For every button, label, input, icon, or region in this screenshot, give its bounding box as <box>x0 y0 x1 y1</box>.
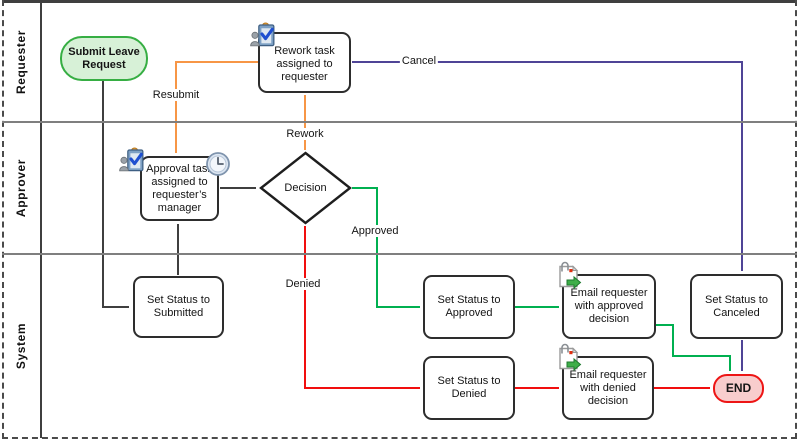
edge-label-cancel: Cancel <box>399 55 439 67</box>
clock-icon <box>205 151 231 182</box>
frame-top-border <box>2 0 797 3</box>
process-node-set-status-approved: Set Status to Approved <box>423 275 515 339</box>
frame-right-border <box>795 0 797 439</box>
edge-label-rework: Rework <box>284 128 326 140</box>
lane-label-divider <box>40 2 42 438</box>
process-node-set-status-denied: Set Status to Denied <box>423 356 515 420</box>
frame-left-border <box>2 0 4 439</box>
process-node-set-status-canceled: Set Status to Canceled <box>690 274 783 339</box>
lane-separator-requester-approver <box>2 121 797 123</box>
edge-rework-task-cancel <box>352 61 743 271</box>
lane-separator-approver-system <box>2 253 797 255</box>
edge-label-approved: Approved <box>349 225 401 237</box>
lane-label-requester: Requester <box>14 29 28 95</box>
decision-diamond-shape <box>259 151 352 225</box>
edge-label-denied: Denied <box>283 278 323 290</box>
decision-node-label: Decision <box>284 182 327 194</box>
email-document-icon <box>554 260 582 296</box>
lane-label-system: System <box>14 322 28 370</box>
email-node-approved-decision: Email requester with approved decision <box>562 274 656 339</box>
task-person-icon <box>119 146 147 179</box>
frame-bottom-border <box>2 437 797 439</box>
task-person-icon <box>250 21 278 54</box>
decision-node: Decision <box>259 151 352 225</box>
task-node-approval: Approval task assigned to requester’s ma… <box>140 156 219 221</box>
lane-label-approver: Approver <box>14 158 28 218</box>
start-node-submit-leave-request: Submit Leave Request <box>60 36 148 81</box>
email-document-icon <box>554 342 582 378</box>
edge-start-to-set-submitted <box>102 81 129 308</box>
edge-decision-approved <box>352 187 420 308</box>
end-node: END <box>713 374 764 403</box>
edge-label-resubmit: Resubmit <box>150 89 202 101</box>
edge-rework-task-resubmit <box>175 61 258 153</box>
edge-decision-denied <box>304 226 420 389</box>
process-node-set-status-submitted: Set Status to Submitted <box>133 276 224 338</box>
